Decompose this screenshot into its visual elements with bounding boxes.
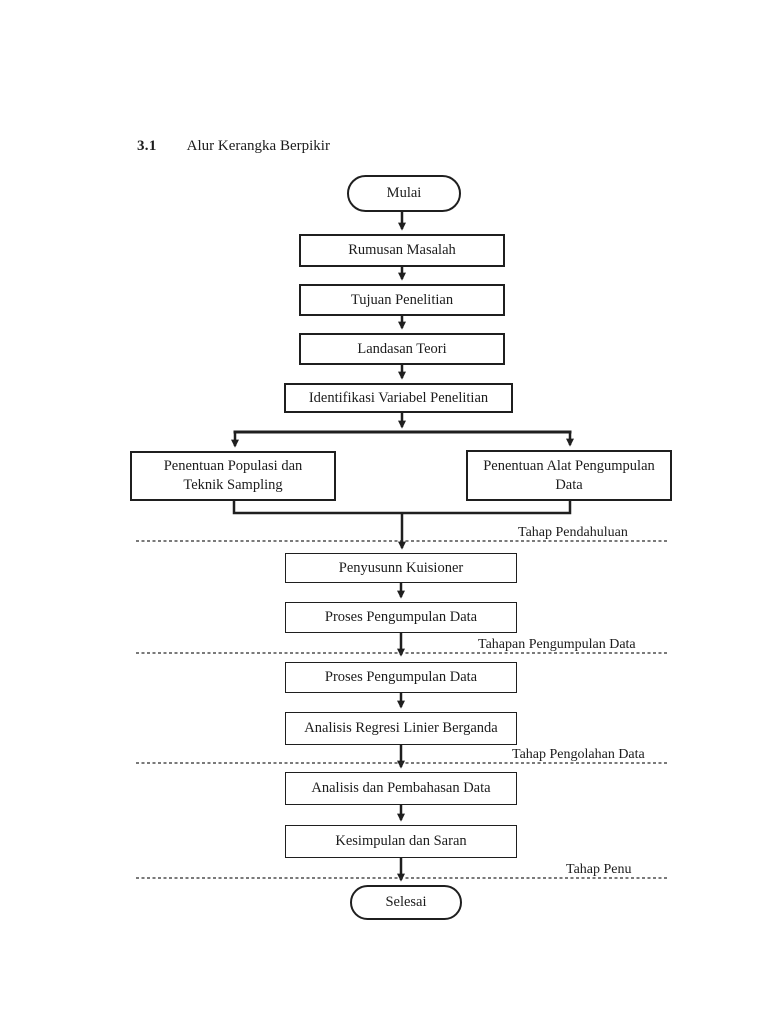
flow-box-kesimpulan-saran: Kesimpulan dan Saran bbox=[285, 825, 517, 858]
stage-label-penutup: Tahap Penu bbox=[566, 862, 632, 877]
section-heading: 3.1 Alur Kerangka Berpikir bbox=[137, 137, 330, 155]
section-number: 3.1 bbox=[137, 138, 157, 154]
flow-box-penyusunan-kuisioner: Penyusunn Kuisioner bbox=[285, 553, 517, 583]
flow-box-identifikasi-variabel: Identifikasi Variabel Penelitian bbox=[284, 383, 513, 413]
flow-box-proses-pengumpulan-1: Proses Pengumpulan Data bbox=[285, 602, 517, 633]
flow-box-penentuan-populasi: Penentuan Populasi dan Teknik Sampling bbox=[130, 451, 336, 501]
flow-box-penentuan-alat: Penentuan Alat Pengumpulan Data bbox=[466, 450, 672, 501]
flow-box-proses-pengumpulan-2: Proses Pengumpulan Data bbox=[285, 662, 517, 693]
section-title: Alur Kerangka Berpikir bbox=[186, 138, 330, 154]
stage-label-pengumpulan: Tahapan Pengumpulan Data bbox=[478, 637, 636, 652]
flow-box-tujuan-penelitian: Tujuan Penelitian bbox=[299, 284, 505, 316]
stage-label-pendahuluan: Tahap Pendahuluan bbox=[518, 525, 628, 540]
flow-box-landasan-teori: Landasan Teori bbox=[299, 333, 505, 365]
flow-terminator-end: Selesai bbox=[350, 885, 462, 920]
flow-box-rumusan-masalah: Rumusan Masalah bbox=[299, 234, 505, 267]
flow-box-analisis-pembahasan: Analisis dan Pembahasan Data bbox=[285, 772, 517, 805]
flow-box-analisis-regresi: Analisis Regresi Linier Berganda bbox=[285, 712, 517, 745]
stage-label-pengolahan: Tahap Pengolahan Data bbox=[512, 747, 645, 762]
flow-terminator-start: Mulai bbox=[347, 175, 461, 212]
